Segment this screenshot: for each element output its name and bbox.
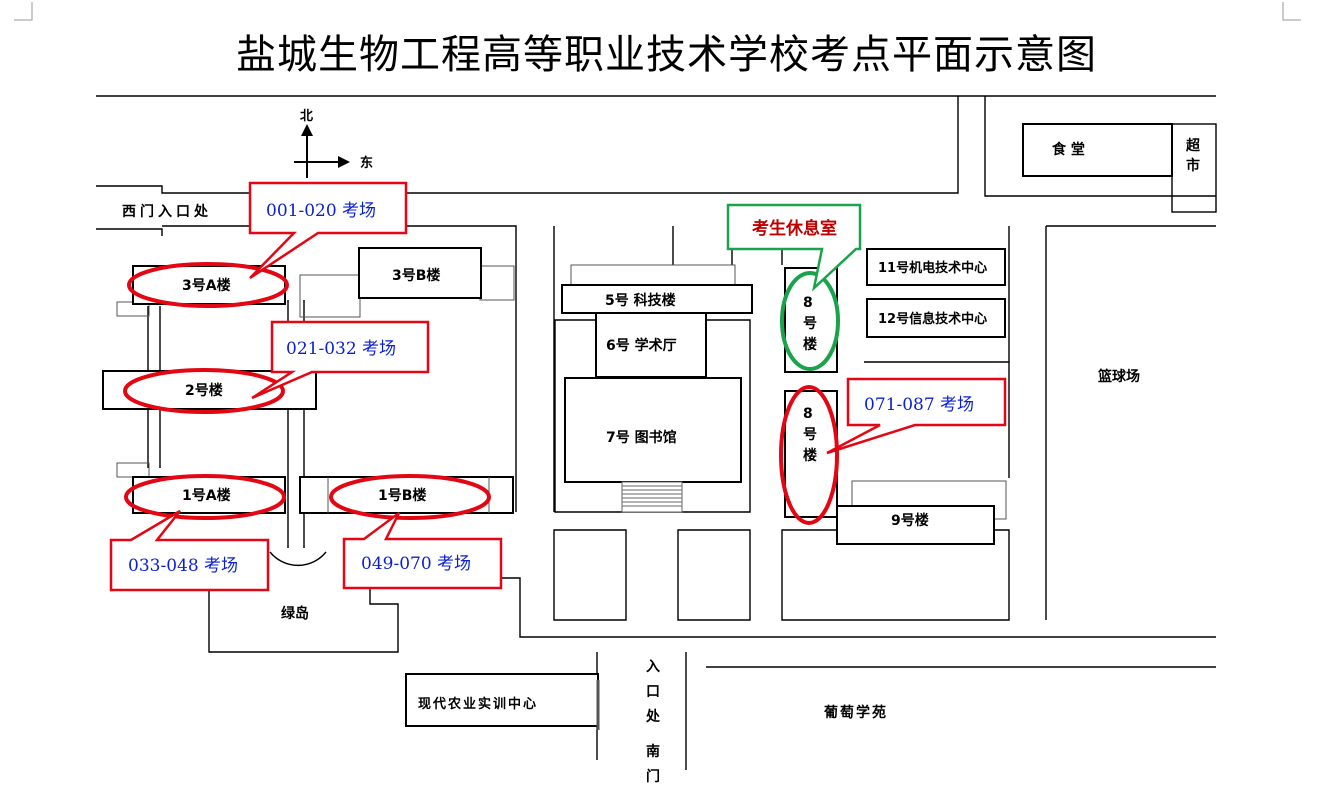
building-8-south	[784, 390, 838, 518]
building-8-north-label-3: 楼	[803, 336, 817, 353]
highlight-rest	[780, 271, 840, 371]
compass-north: 北	[300, 109, 313, 124]
building-8-north-label-2: 号	[803, 316, 817, 332]
south-gate-label-1: 入	[646, 659, 660, 675]
highlight-2	[123, 368, 285, 414]
building-3a-label: 3号A楼	[182, 277, 231, 294]
highlight-8-south	[779, 385, 839, 525]
map-title: 盐城生物工程高等职业技术学校考点平面示意图	[236, 32, 1097, 78]
market-label-1: 超	[1185, 137, 1201, 154]
callout-rest-text: 考生休息室	[751, 218, 837, 239]
callout-071-087: 071-087 考场	[826, 377, 1007, 455]
building-7-label: 7号 图书馆	[606, 429, 677, 446]
building-5-label: 5号 科技楼	[605, 292, 676, 309]
green-island-label: 绿岛	[281, 605, 309, 622]
callout-001-020-text: 001-020 考场	[266, 201, 376, 221]
exam-highlights	[123, 262, 839, 525]
building-8-south-label-1: 8	[803, 406, 813, 422]
grape-garden-label: 葡萄学苑	[823, 704, 888, 721]
building-8-south-label-3: 楼	[803, 447, 817, 464]
callout-033-048: 033-048 考场	[109, 509, 270, 592]
compass: 北 东	[294, 109, 373, 178]
road-network	[96, 95, 1216, 770]
basketball-court-label: 篮球场	[1097, 368, 1140, 385]
callout-033-048-text: 033-048 考场	[128, 556, 238, 576]
building-5	[561, 284, 753, 314]
callout-001-020: 001-020 考场	[248, 181, 408, 280]
building-3b-label: 3号B楼	[392, 267, 440, 284]
highlight-1a	[124, 474, 286, 520]
compass-east: 东	[360, 155, 373, 171]
buildings: 食 堂 超 市 3号A楼 3号B楼 2号楼 1号A楼 1号B楼 5号 科技楼 6…	[102, 123, 1217, 785]
callout-049-070: 049-070 考场	[342, 511, 503, 590]
building-8-north-label-1: 8	[803, 295, 813, 311]
building-2-label: 2号楼	[185, 382, 223, 399]
callout-rest-room: 考生休息室	[726, 203, 862, 292]
crop-marks	[14, 2, 1301, 21]
canteen-building	[1022, 123, 1173, 177]
library-stairs	[621, 481, 683, 513]
canteen-label: 食 堂	[1052, 141, 1085, 158]
highlight-1b	[329, 474, 491, 520]
building-12-label: 12号信息技术中心	[878, 311, 987, 327]
building-3b	[358, 247, 482, 299]
agri-training-label: 现代农业实训中心	[418, 696, 538, 712]
south-gate-label-3: 处	[645, 708, 661, 725]
south-gate-label-2: 口	[646, 684, 660, 700]
building-8-south-label-2: 号	[803, 427, 817, 443]
building-9-label: 9号楼	[891, 512, 929, 529]
callout-021-032-text: 021-032 考场	[286, 339, 396, 359]
building-1b-label: 1号B楼	[378, 487, 426, 504]
callout-021-032: 021-032 考场	[251, 320, 430, 400]
building-12	[866, 298, 1006, 338]
west-gate-label: 西门入口处	[122, 203, 212, 220]
building-7	[564, 377, 742, 483]
market-label-2: 市	[1186, 157, 1200, 174]
building-6-label: 6号 学术厅	[606, 337, 677, 354]
agri-training-center	[405, 673, 599, 727]
south-gate-label-5: 门	[646, 768, 660, 785]
building-11	[866, 248, 1006, 286]
building-6	[595, 312, 707, 378]
building-11-label: 11号机电技术中心	[878, 260, 987, 276]
callout-049-070-text: 049-070 考场	[361, 554, 471, 574]
highlight-3a	[127, 262, 289, 308]
callout-071-087-text: 071-087 考场	[864, 395, 974, 415]
building-1a-label: 1号A楼	[182, 487, 231, 504]
building-9	[836, 505, 995, 545]
south-gate-label-4: 南	[646, 743, 660, 760]
